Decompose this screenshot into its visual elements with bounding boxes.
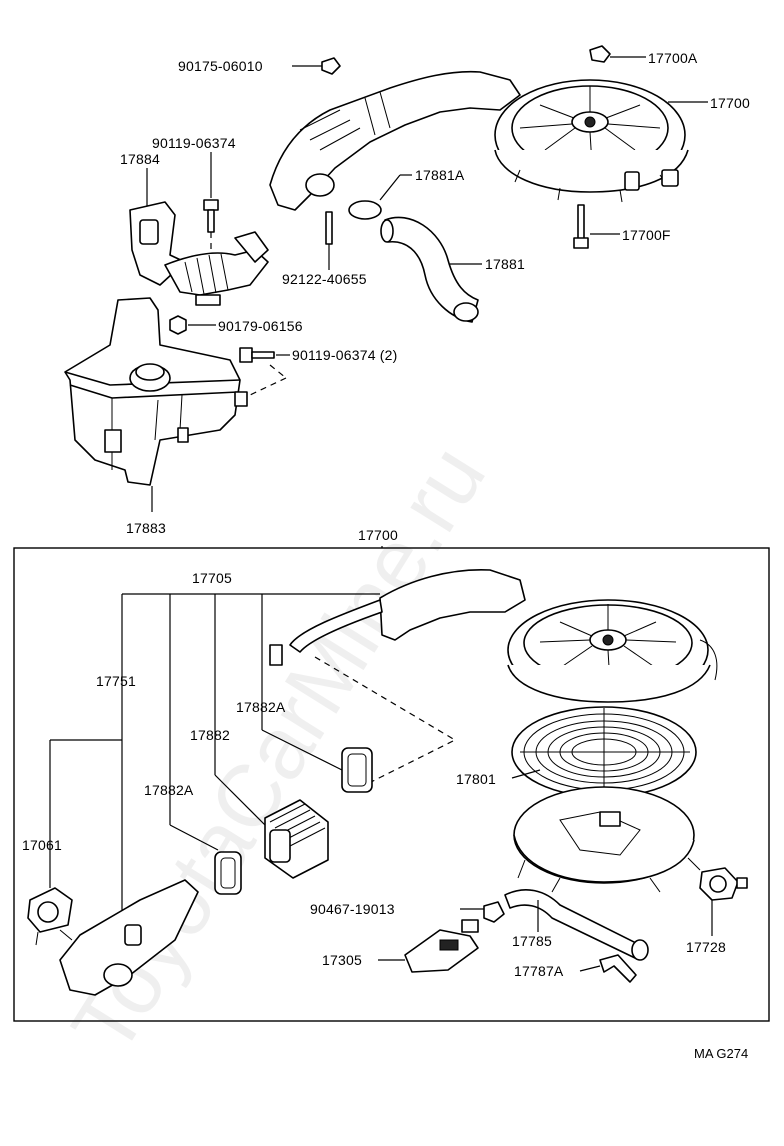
label-17700a: 17700A	[648, 50, 698, 66]
stud-92122-40655	[325, 211, 333, 245]
label-17700-box: 17700	[358, 527, 398, 543]
bolt-17700f	[573, 204, 589, 249]
filter-element-17801	[511, 706, 697, 798]
label-17751: 17751	[96, 673, 136, 689]
label-17801: 17801	[456, 771, 496, 787]
resonator-17883	[64, 297, 248, 486]
label-90119-06374-2: 90119-06374 (2)	[292, 347, 397, 363]
clamp-90467-19013	[483, 901, 505, 923]
clip-17700a	[589, 45, 611, 63]
label-17705: 17705	[192, 570, 232, 586]
label-17728: 17728	[686, 939, 726, 955]
sensor-17061	[27, 887, 73, 946]
hose-17785	[504, 889, 649, 961]
label-17882a-lower: 17882A	[144, 782, 194, 798]
bolt-90119-06374-2	[239, 347, 275, 363]
air-cleaner-case-upper	[269, 568, 718, 703]
label-90119-06374: 90119-06374	[152, 135, 236, 151]
label-17700f: 17700F	[622, 227, 671, 243]
label-17881a: 17881A	[415, 167, 465, 183]
clip-17787a	[599, 954, 637, 983]
exploded-view-frame	[13, 547, 770, 1022]
diagram-code: MA G274	[694, 1046, 748, 1061]
label-17882a-upper: 17882A	[236, 699, 286, 715]
air-cleaner-case-lower	[513, 786, 701, 893]
bellows-17882	[264, 799, 329, 879]
air-cleaner-assembly-top	[269, 70, 689, 211]
nut-90179-06156	[169, 315, 187, 335]
bolt-90119-06374	[203, 199, 219, 233]
label-17787a: 17787A	[514, 963, 564, 979]
label-17884: 17884	[120, 151, 160, 167]
hose-17881	[380, 216, 479, 323]
part-17305	[404, 919, 479, 973]
gasket-17882a-upper	[341, 747, 373, 793]
label-17883: 17883	[126, 520, 166, 536]
label-17881: 17881	[485, 256, 525, 272]
intake-connector-17884	[129, 201, 269, 306]
clip-90175-06010	[321, 57, 341, 75]
label-17700-top: 17700	[710, 95, 750, 111]
clamp-17881a	[348, 200, 382, 220]
label-92122-40655: 92122-40655	[282, 271, 367, 287]
label-17882: 17882	[190, 727, 230, 743]
label-90175-06010: 90175-06010	[178, 58, 263, 74]
intake-duct-17751	[59, 879, 199, 996]
label-90179-06156: 90179-06156	[218, 318, 303, 334]
gasket-17882a-lower	[214, 851, 242, 895]
valve-17728	[699, 867, 748, 901]
label-90467-19013: 90467-19013	[310, 901, 395, 917]
label-17061: 17061	[22, 837, 62, 853]
label-17305: 17305	[322, 952, 362, 968]
label-17785: 17785	[512, 933, 552, 949]
